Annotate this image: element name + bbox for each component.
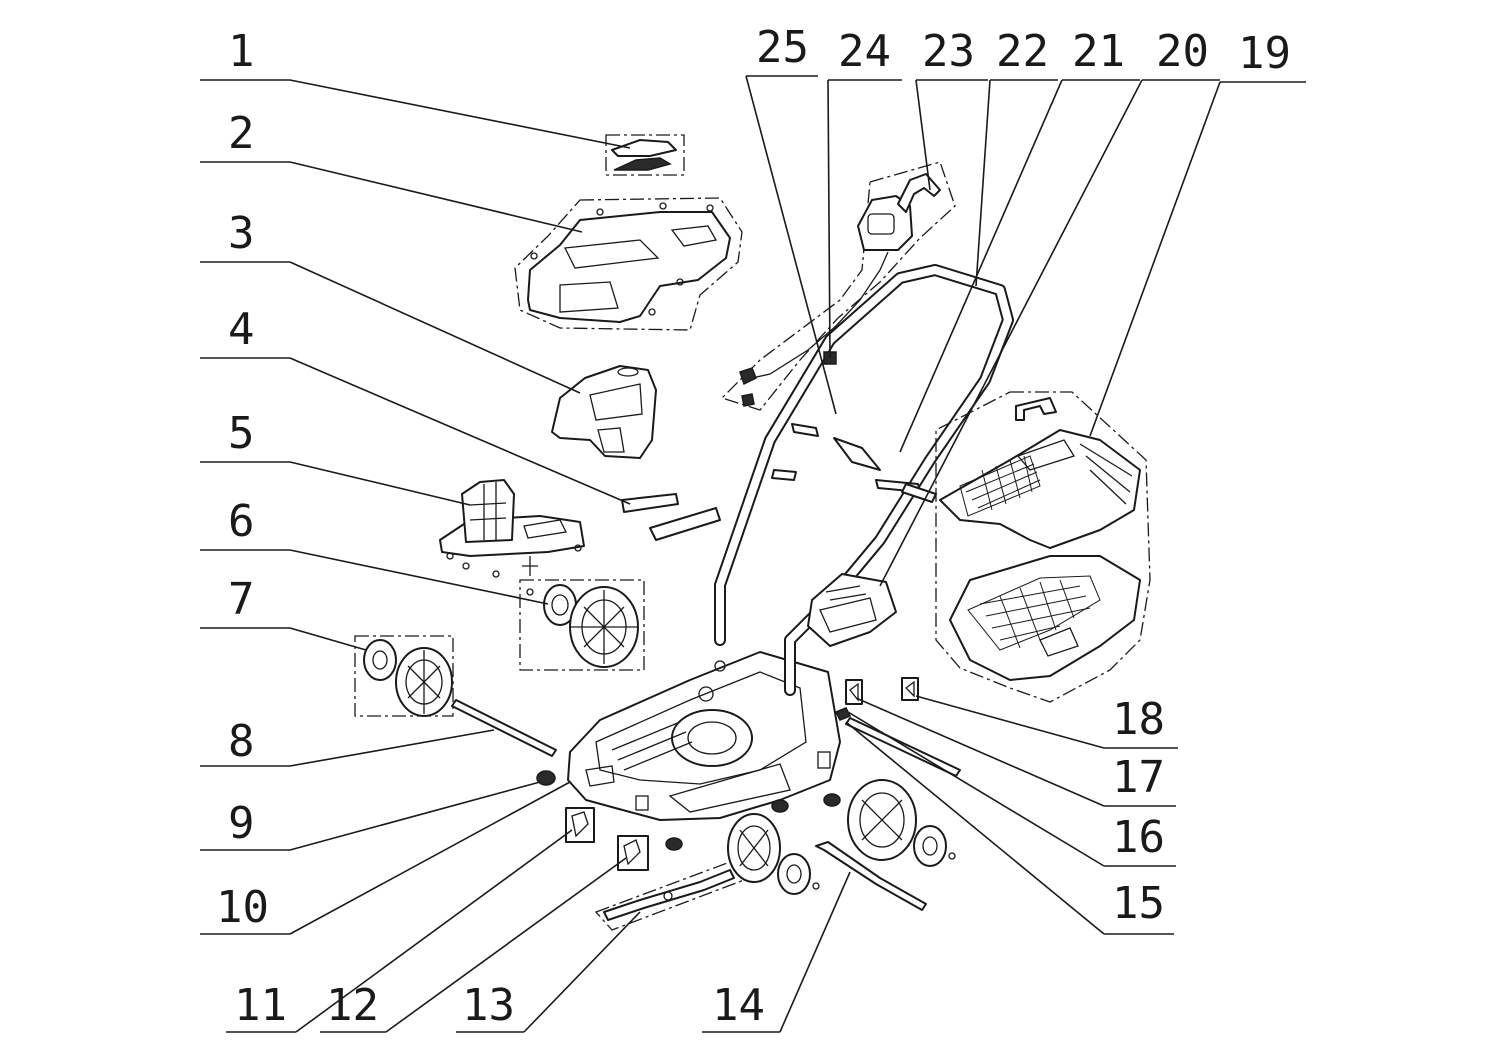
leader-25 [745, 75, 837, 415]
part-19-grass-box [935, 391, 1151, 703]
leader-14 [779, 871, 851, 1033]
label-19: 19 [1238, 28, 1291, 79]
leader-20 [879, 79, 1143, 587]
leader-3 [289, 261, 581, 394]
label-17: 17 [1112, 752, 1165, 803]
label-12: 12 [326, 980, 379, 1031]
leader-9 [289, 781, 541, 851]
part-5-motor [439, 479, 585, 578]
label-1: 1 [228, 26, 255, 77]
label-4: 4 [228, 304, 255, 355]
part-9-grommet [536, 770, 556, 786]
label-25: 25 [756, 22, 809, 73]
label-15: 15 [1112, 878, 1165, 929]
leader-13 [523, 911, 641, 1033]
front-wheels [727, 779, 956, 895]
label-18: 18 [1112, 694, 1165, 745]
label-14: 14 [712, 980, 765, 1031]
part-12-bracket [617, 835, 649, 871]
leader-18 [915, 695, 1105, 749]
mower-deck [567, 651, 841, 821]
label-8: 8 [228, 716, 255, 767]
leader-5 [289, 461, 471, 506]
label-23: 23 [922, 26, 975, 77]
leader-6 [289, 549, 549, 605]
leader-21 [899, 79, 1063, 453]
label-5: 5 [228, 408, 255, 459]
part-13-blade [594, 861, 746, 931]
leader-16 [847, 711, 1105, 867]
part-2-top-cover [514, 197, 743, 331]
leader-17 [855, 697, 1105, 807]
part-18-clip [901, 677, 919, 701]
label-13: 13 [462, 980, 515, 1031]
leader-15 [845, 721, 1105, 935]
part-14-rod [815, 841, 927, 911]
parts-drawing [354, 134, 1151, 931]
leader-lines [200, 75, 1306, 1033]
leader-12 [385, 857, 627, 1033]
leader-11 [295, 829, 573, 1033]
part-23-switch [720, 161, 956, 411]
part-20-flap [807, 573, 897, 647]
part-11-bracket [565, 807, 595, 843]
label-7: 7 [228, 574, 255, 625]
part-6-rear-wheel [519, 579, 645, 671]
label-10: 10 [216, 882, 269, 933]
label-22: 22 [996, 26, 1049, 77]
part-4-strips [621, 493, 721, 541]
part-8-axle [451, 699, 557, 757]
leader-1 [289, 79, 631, 149]
label-16: 16 [1112, 812, 1165, 863]
front-grommet-mid [771, 799, 789, 813]
front-grommet-right [823, 793, 841, 807]
front-grommet-left [665, 837, 683, 851]
label-11: 11 [234, 980, 287, 1031]
leader-10 [289, 781, 571, 935]
part-1-clips [605, 134, 685, 176]
label-9: 9 [228, 798, 255, 849]
part-3-motor-cover [551, 365, 657, 459]
label-3: 3 [228, 208, 255, 259]
leader-22 [975, 79, 991, 287]
leader-24 [827, 79, 831, 359]
leader-8 [289, 729, 495, 767]
leader-23 [915, 79, 931, 191]
part-7-wheel [354, 635, 454, 717]
leader-2 [289, 161, 583, 233]
leader-4 [289, 357, 631, 505]
leader-7 [289, 627, 367, 651]
part-number-labels: 1 2 3 4 5 6 7 8 9 10 11 12 13 14 15 16 1… [216, 22, 1291, 1031]
label-2: 2 [228, 108, 255, 159]
label-20: 20 [1156, 26, 1209, 77]
label-21: 21 [1072, 26, 1125, 77]
leader-19 [1089, 81, 1221, 437]
label-24: 24 [838, 26, 891, 77]
label-6: 6 [228, 496, 255, 547]
